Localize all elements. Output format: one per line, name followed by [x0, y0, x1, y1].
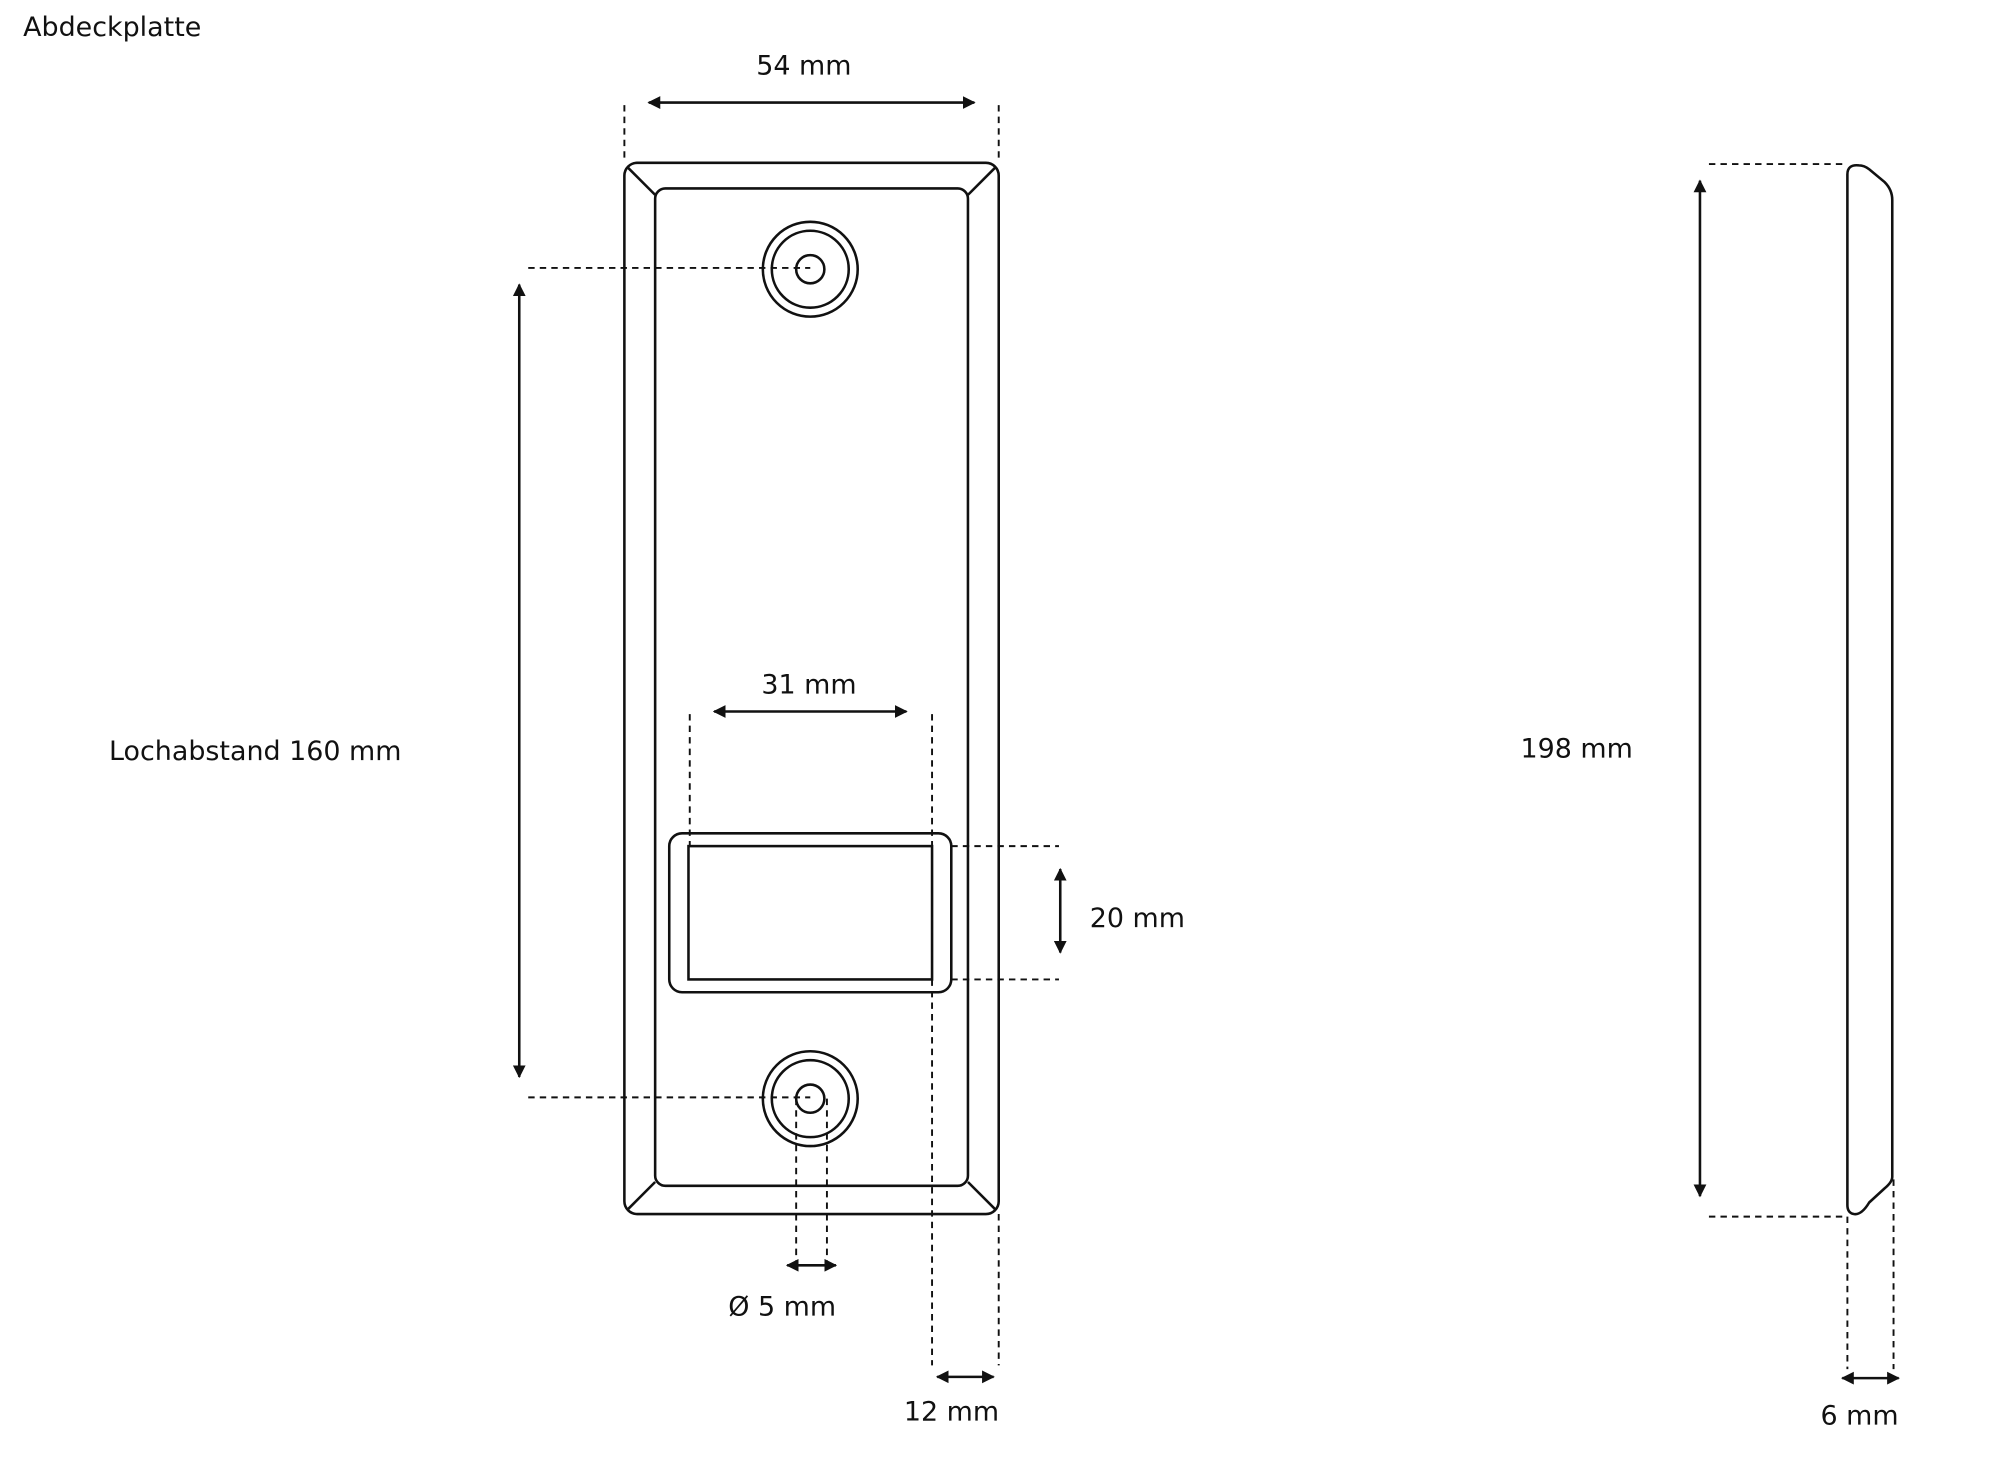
drawing-title: Abdeckplatte — [23, 12, 201, 43]
svg-text:12 mm: 12 mm — [904, 1396, 999, 1427]
dimension-depth: 6 mm — [1820, 1179, 1900, 1431]
svg-text:198 mm: 198 mm — [1520, 734, 1632, 765]
dimension-hole-diameter: Ø 5 mm — [728, 1098, 838, 1322]
dimension-height: 198 mm — [1520, 163, 1848, 1218]
dimension-window-width: 31 mm — [688, 670, 934, 1366]
dimension-edge-offset: 12 mm — [904, 1214, 1000, 1427]
svg-text:54 mm: 54 mm — [756, 50, 851, 81]
dimension-window-height: 20 mm — [951, 845, 1185, 981]
bevel-lines — [627, 167, 996, 1210]
plate-outer — [623, 161, 1001, 1216]
window-outer — [667, 832, 953, 994]
window-inner — [687, 844, 934, 981]
svg-text:Lochabstand 160 mm: Lochabstand 160 mm — [109, 736, 401, 767]
svg-text:20 mm: 20 mm — [1090, 903, 1185, 934]
svg-text:Ø 5 mm: Ø 5 mm — [728, 1291, 836, 1322]
dimension-width: 54 mm — [623, 50, 1000, 163]
plate-inner — [653, 187, 970, 1188]
top-screw-hole — [761, 220, 859, 318]
dimension-hole-spacing: Lochabstand 160 mm — [109, 266, 811, 1099]
svg-text:6 mm: 6 mm — [1820, 1400, 1898, 1431]
side-view — [1846, 163, 1894, 1216]
bottom-screw-hole — [761, 1049, 859, 1148]
svg-text:31 mm: 31 mm — [761, 670, 856, 701]
